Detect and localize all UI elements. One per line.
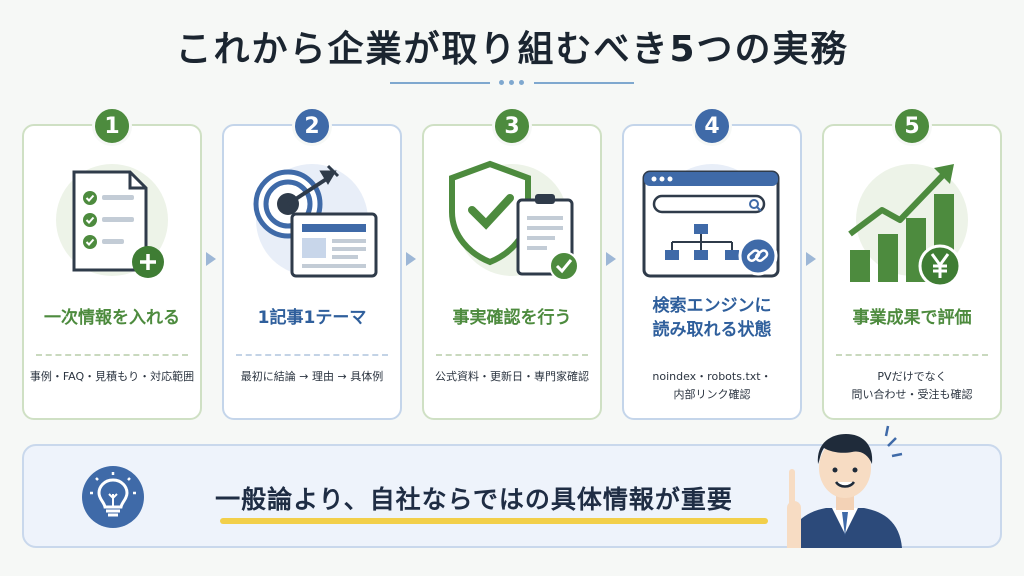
key-message-banner: 一般論より、自社ならではの具体情報が重要 [22,425,1002,555]
lightbulb-icon [82,466,144,528]
step-3-number: 3 [492,106,532,146]
step-1-card: 1 一次情報を入れる 事例・FAQ・見積もり・対応範囲 [22,106,202,420]
step-3-desc: 公式資料・更新日・専門家確認 [435,370,589,383]
step-3-title: 事実確認を行う [452,308,572,328]
growth-chart-yen-icon [842,158,982,288]
step-2-card: 2 1記事1テーマ 最初に結論 → 理由 → 具体例 [222,106,402,420]
step-5-desc-line2: 問い合わせ・受注も確認 [851,388,973,401]
chevron-right-icon [206,252,216,266]
step-4-title-line1: 検索エンジンに [652,296,772,316]
shield-check-icon [442,158,582,288]
step-1-title: 一次情報を入れる [44,308,180,328]
chevron-right-icon [406,252,416,266]
step-5-desc-line1: PVだけでなく [877,370,947,383]
step-2-desc: 最初に結論 → 理由 → 具体例 [240,370,384,383]
chevron-right-icon [806,252,816,266]
step-4-desc-line1: noindex・robots.txt・ [652,370,772,383]
step-4-desc-line2: 内部リンク確認 [673,388,751,401]
banner-message: 一般論より、自社ならではの具体情報が重要 [215,485,733,514]
step-2-number: 2 [292,106,332,146]
step-5-desc: PVだけでなく 問い合わせ・受注も確認 [826,368,998,404]
target-arrow-icon [242,158,382,288]
step-4-desc: noindex・robots.txt・ 内部リンク確認 [626,368,798,404]
step-1-desc: 事例・FAQ・見積もり・対応範囲 [29,370,195,383]
step-1-number: 1 [92,106,132,146]
document-check-icon [42,158,182,288]
step-4-number: 4 [692,106,732,146]
businessman-illustration [768,412,918,555]
step-4-title: 検索エンジンに 読み取れる状態 [626,294,798,342]
step-2-title: 1記事1テーマ [257,308,367,328]
step-5-card: 5 事業成果で評価 PVだけでなく 問い合わせ・受注も確認 [822,106,1002,420]
title-divider [390,79,634,87]
highlight-underline [220,518,768,524]
step-5-title: 事業成果で評価 [852,308,972,328]
chevron-right-icon [606,252,616,266]
step-4-card: 4 検索エンジンに 読み取れる状態 noindex・robots.txt・ 内部… [622,106,802,420]
step-4-title-line2: 読み取れる状態 [652,320,772,340]
step-5-number: 5 [892,106,932,146]
browser-sitemap-icon [642,158,782,288]
page-title: これから企業が取り組むべき5つの実務 [175,29,849,70]
step-3-card: 3 事実確認を行う 公式資料・更新日・専門家確認 [422,106,602,420]
